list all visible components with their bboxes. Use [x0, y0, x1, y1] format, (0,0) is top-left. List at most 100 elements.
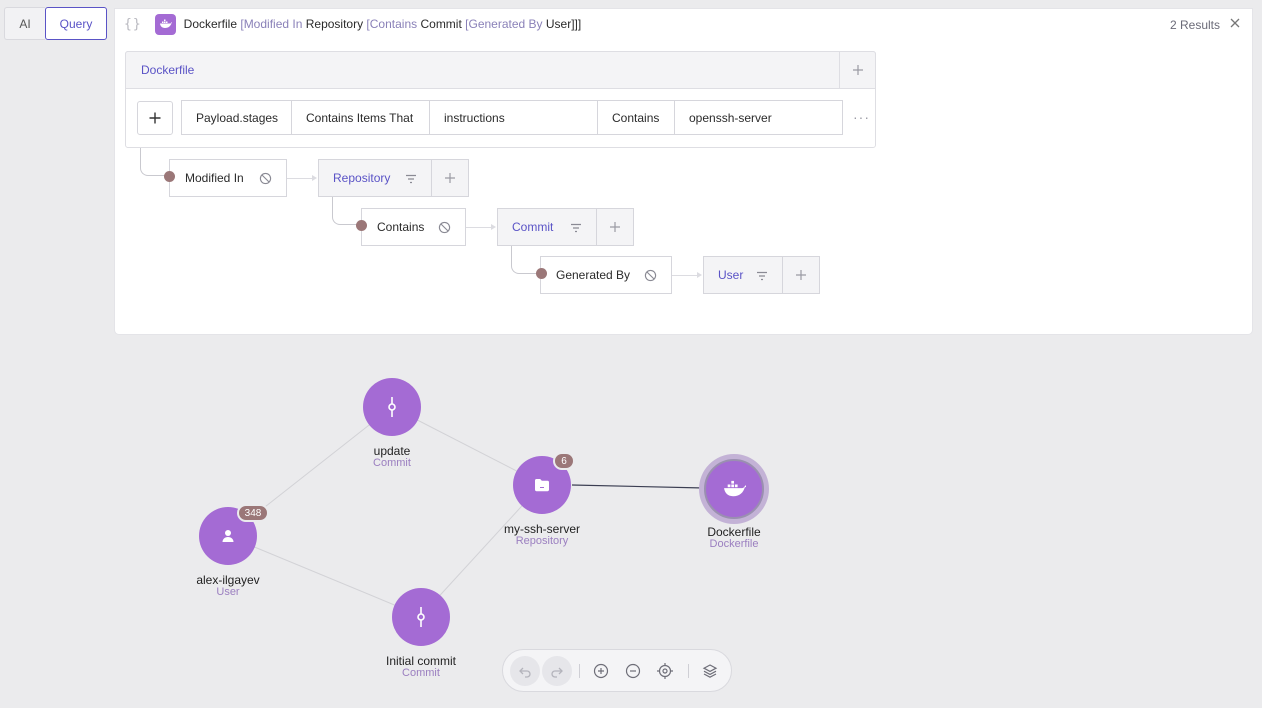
docker-icon	[724, 480, 746, 497]
query-part: Modified In	[243, 17, 303, 31]
entity-label: Commit	[512, 220, 554, 234]
condition-subfield[interactable]: instructions	[429, 100, 598, 135]
root-entity-header	[125, 51, 876, 89]
tab-ai[interactable]: AI	[4, 7, 45, 40]
query-part: [	[237, 17, 244, 31]
arrow-head	[697, 272, 702, 278]
ban-icon	[259, 172, 272, 185]
node-label: my-ssh-server	[503, 522, 580, 536]
graph-node-update[interactable]	[363, 378, 421, 436]
add-relation-button[interactable]	[839, 52, 875, 88]
commit-icon	[388, 397, 396, 417]
arrow-line	[466, 227, 492, 228]
undo-icon	[519, 667, 531, 678]
zoom-out-button[interactable]	[618, 656, 648, 686]
results-count: 2 Results	[1169, 18, 1220, 32]
ban-icon	[438, 221, 451, 234]
mode-tabs: AI Query	[4, 7, 107, 40]
tree-connector	[332, 197, 362, 225]
query-part: [	[363, 17, 370, 31]
json-toggle-icon[interactable]: {}	[124, 16, 142, 32]
relation-label: Contains	[377, 220, 425, 234]
node-count-badge: 6	[553, 452, 575, 470]
query-part: Contains	[369, 17, 418, 31]
tree-connector	[511, 246, 541, 274]
entity-user[interactable]: User	[703, 256, 820, 294]
zoom-in-button[interactable]	[586, 656, 616, 686]
plus-icon	[852, 65, 863, 75]
query-part: ]]]	[571, 17, 582, 31]
recenter-icon	[657, 663, 673, 679]
node-label: alex-ilgayev	[196, 573, 260, 587]
undo-button[interactable]	[510, 656, 540, 686]
node-label: Dockerfile	[707, 525, 761, 539]
plus-icon	[445, 173, 455, 183]
entity-repository[interactable]: Repository	[318, 159, 469, 197]
filter-icon	[406, 174, 416, 184]
zoom-in-icon	[593, 663, 609, 679]
entity-label: User	[718, 268, 744, 282]
relation-dot	[356, 220, 367, 231]
layers-icon	[702, 664, 718, 678]
graph-toolbar	[502, 649, 732, 692]
docker-icon	[154, 13, 176, 35]
node-type: Repository	[515, 535, 569, 547]
query-summary-bar: {} Dockerfile [Modified In Repository [C…	[114, 8, 1253, 40]
query-part: Generated By	[468, 17, 543, 31]
relation-dot	[164, 171, 175, 182]
commit-icon	[417, 607, 425, 627]
query-part: User	[542, 17, 572, 31]
relation-label: Generated By	[556, 268, 631, 282]
plus-icon	[610, 222, 620, 232]
add-nested-relation-button[interactable]	[782, 257, 819, 293]
folder-icon	[535, 479, 549, 492]
toolbar-separator	[688, 664, 689, 678]
entity-commit[interactable]: Commit	[497, 208, 634, 246]
condition-operator-2[interactable]: Contains	[597, 100, 675, 135]
node-count-badge: 348	[237, 504, 269, 522]
node-type: Commit	[373, 457, 411, 469]
redo-icon	[551, 667, 563, 678]
recenter-button[interactable]	[650, 656, 680, 686]
root-entity-title[interactable]: Dockerfile	[141, 63, 195, 77]
condition-field[interactable]: Payload.stages	[181, 100, 292, 135]
query-part: Repository	[302, 17, 364, 31]
graph-node-dockerfile[interactable]	[704, 459, 764, 519]
query-part: Dockerfile	[183, 17, 238, 31]
query-part: Commit	[417, 17, 462, 31]
node-type: User	[216, 586, 240, 598]
filter-icon	[757, 271, 767, 281]
relation-generated-by[interactable]: Generated By	[540, 256, 672, 294]
query-part: [	[461, 17, 469, 31]
relation-dot	[536, 268, 547, 279]
entity-label: Repository	[333, 171, 391, 185]
close-icon[interactable]	[1227, 15, 1243, 31]
node-type: Dockerfile	[709, 538, 759, 550]
node-label: update	[373, 444, 411, 458]
plus-icon	[796, 270, 806, 280]
node-type: Commit	[402, 667, 440, 679]
node-label: Initial commit	[385, 654, 456, 668]
tree-connector	[140, 148, 170, 176]
arrow-line	[672, 275, 698, 276]
filter-icon	[571, 223, 581, 233]
add-condition-button[interactable]	[137, 101, 173, 135]
graph-node-initial-commit[interactable]	[392, 588, 450, 646]
arrow-head	[312, 175, 317, 181]
toolbar-separator	[579, 664, 580, 678]
more-options-icon[interactable]: ···	[853, 109, 870, 125]
ban-icon	[644, 269, 657, 282]
add-nested-relation-button[interactable]	[431, 160, 468, 196]
condition-value[interactable]: openssh-server	[674, 100, 843, 135]
arrow-line	[287, 178, 313, 179]
tab-query[interactable]: Query	[45, 7, 107, 40]
arrow-head	[491, 224, 496, 230]
add-nested-relation-button[interactable]	[596, 209, 633, 245]
relation-modified-in[interactable]: Modified In	[169, 159, 287, 197]
layers-button[interactable]	[695, 656, 725, 686]
zoom-out-icon	[625, 663, 641, 679]
redo-button[interactable]	[542, 656, 572, 686]
user-icon	[222, 530, 234, 542]
plus-icon	[149, 112, 161, 124]
